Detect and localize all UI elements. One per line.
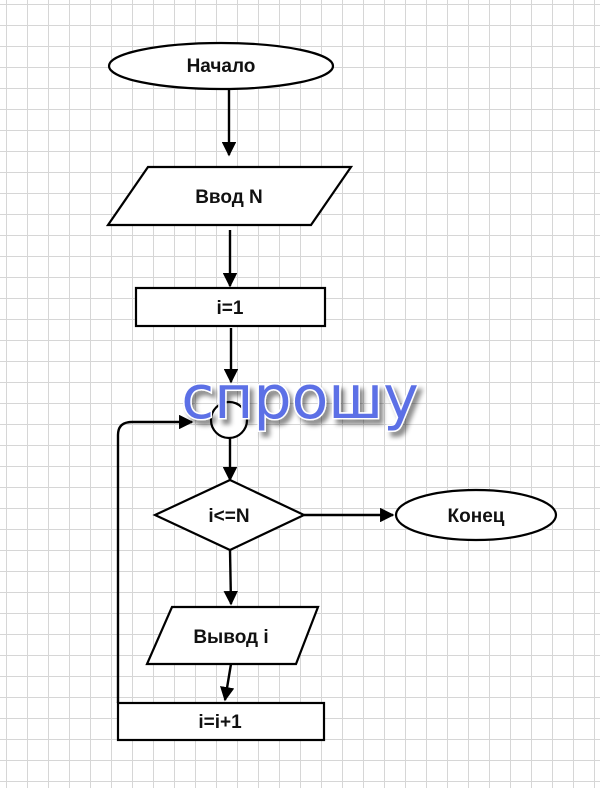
node-end-label: Конец xyxy=(448,506,505,527)
node-output: Вывод i xyxy=(145,605,320,666)
node-junction xyxy=(209,400,249,440)
edges xyxy=(116,88,395,703)
edge-output-to-increment xyxy=(220,663,235,702)
node-input-label: Ввод N xyxy=(195,187,263,208)
node-init-label: i=1 xyxy=(217,298,244,319)
node-end: Конец xyxy=(394,488,558,542)
overlay-text: спрошу xyxy=(181,363,418,433)
node-start-label: Начало xyxy=(187,56,256,77)
node-condition: i<=N xyxy=(152,478,307,552)
edge-loop-back xyxy=(116,414,194,703)
node-increment: i=i+1 xyxy=(116,701,326,742)
node-start: Начало xyxy=(107,41,335,91)
node-input: Ввод N xyxy=(105,165,354,227)
node-init: i=1 xyxy=(134,286,327,328)
node-condition-label: i<=N xyxy=(208,506,249,527)
edge-condition-to-output xyxy=(223,549,238,606)
node-output-label: Вывод i xyxy=(193,627,268,648)
node-increment-label: i=i+1 xyxy=(198,712,242,733)
